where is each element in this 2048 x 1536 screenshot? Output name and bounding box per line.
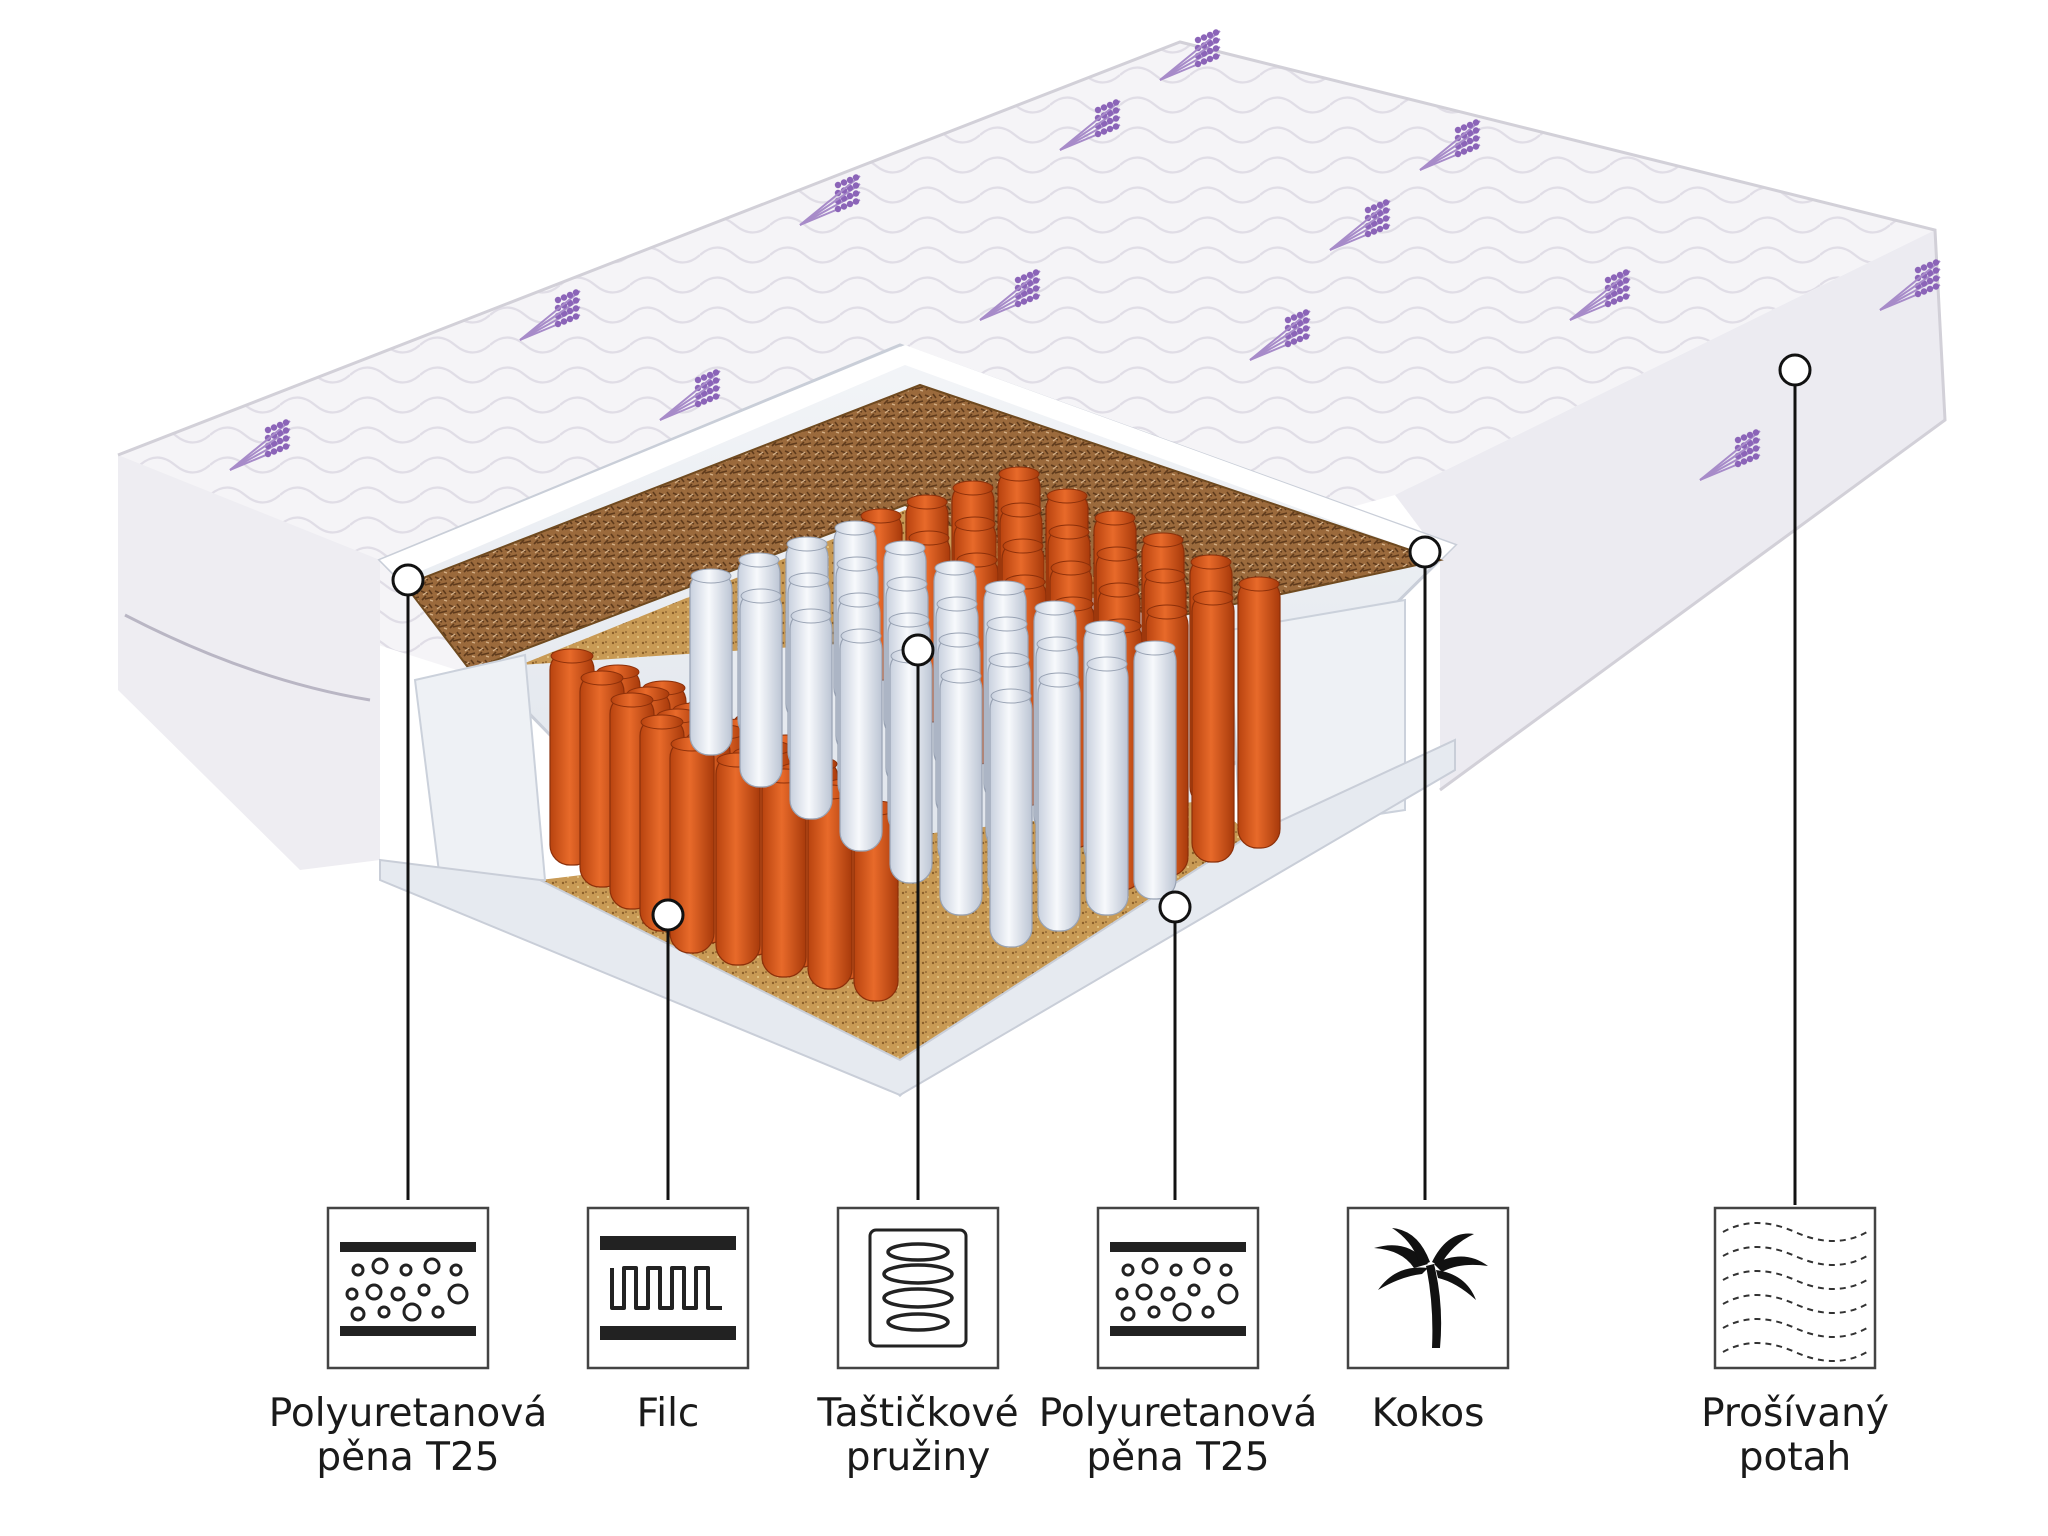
felt-wave-icon <box>586 1206 750 1370</box>
pocket-spring <box>1191 590 1235 863</box>
marker-pocket-springs <box>901 633 935 667</box>
pocket-spring <box>1037 672 1081 932</box>
zipper-line <box>124 613 371 702</box>
lavender-sprig <box>1159 29 1221 81</box>
pocket-spring <box>689 568 733 756</box>
marker-felt <box>651 898 685 932</box>
pocket-spring <box>739 588 783 788</box>
foam-side-wall-left <box>413 653 547 881</box>
marker-pu-foam-top <box>391 563 425 597</box>
mattress-outline <box>117 40 1947 792</box>
lavender-print <box>229 29 1941 481</box>
lavender-sprig <box>1329 199 1391 251</box>
label-felt: Filc <box>636 1391 700 1436</box>
pocket-spring <box>1133 640 1177 900</box>
lavender-sprig <box>1879 259 1941 311</box>
lavender-sprig <box>1059 99 1121 151</box>
pocket-spring <box>939 668 983 916</box>
lavender-sprig <box>1249 309 1311 361</box>
mattress-front-side <box>118 455 380 870</box>
foam-bubbles-icon <box>1096 1206 1260 1370</box>
lavender-sprig <box>979 269 1041 321</box>
marker-quilted-cover <box>1778 353 1812 387</box>
pocket-spring <box>1085 656 1129 916</box>
lavender-sprig <box>659 369 721 421</box>
lavender-sprig <box>519 289 581 341</box>
marker-pu-foam-bottom <box>1158 890 1192 924</box>
lavender-sprig <box>799 174 861 226</box>
palm-tree-icon <box>1346 1206 1510 1370</box>
foam-bubbles-icon <box>326 1206 490 1370</box>
marker-coconut <box>1408 535 1442 569</box>
pocket-spring <box>839 628 883 852</box>
pocket-spring <box>789 608 833 820</box>
pocket-spring <box>989 688 1033 948</box>
lavender-sprig <box>1569 269 1631 321</box>
spring-coil-icon <box>836 1206 1000 1370</box>
pocket-spring <box>889 648 933 884</box>
foam-bottom-plate <box>379 738 1456 1097</box>
lavender-sprig <box>1419 119 1481 171</box>
quilted-fabric-icon <box>1713 1206 1877 1370</box>
lavender-sprig <box>1699 429 1761 481</box>
leader-lines <box>391 353 1812 1205</box>
pocket-spring <box>1237 576 1281 849</box>
label-coconut: Kokos <box>1371 1391 1485 1436</box>
pocket-springs-white <box>689 520 1177 948</box>
lavender-sprig <box>229 419 291 471</box>
